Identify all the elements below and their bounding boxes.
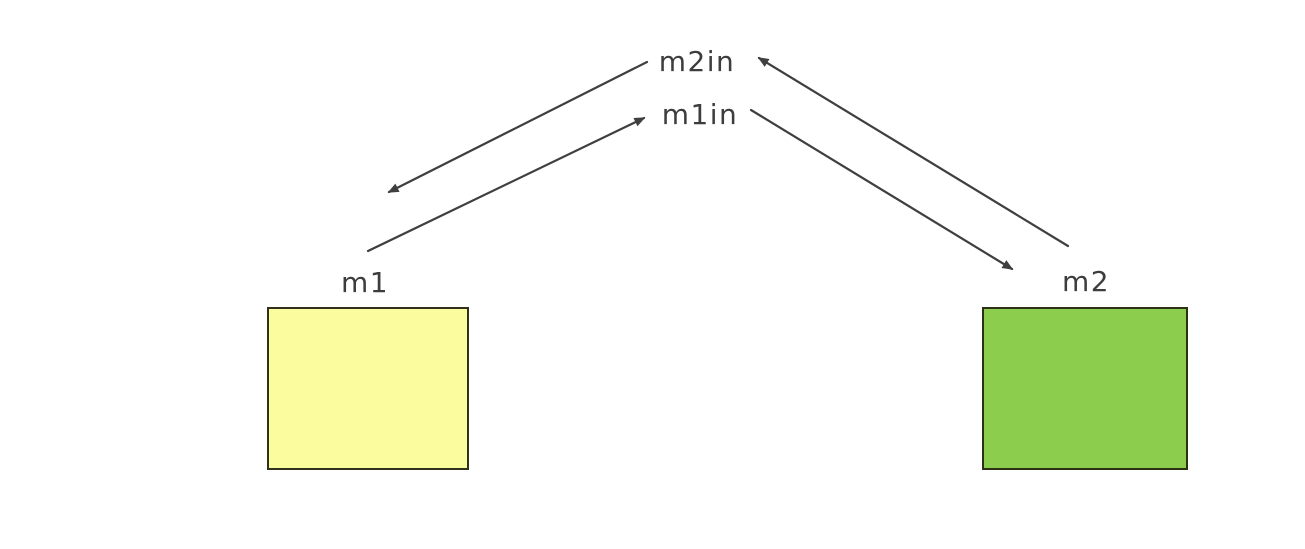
node-m1-box [267,307,469,470]
arrow-m2-to-m2in [757,56,1070,248]
node-m1-label: m1 [341,266,389,299]
node-m2-box [982,307,1188,470]
arrow-m1-to-m1in [366,116,646,253]
label-m2in: m2in [659,45,736,78]
node-m2-label: m2 [1062,265,1110,298]
label-m1in: m1in [662,98,739,131]
arrow-m1in-to-m2 [749,108,1014,271]
arrow-m2in-to-m1 [387,60,649,194]
